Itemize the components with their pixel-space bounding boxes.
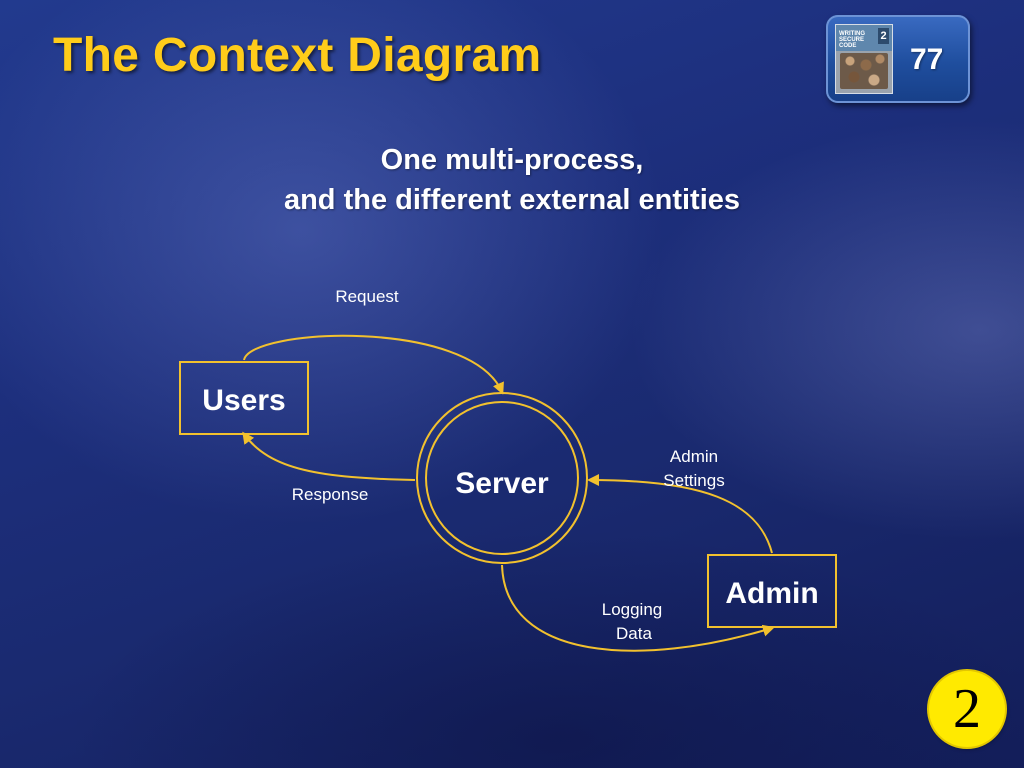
- book-edition-number: 2: [878, 28, 889, 44]
- response-label: Response: [292, 485, 369, 504]
- request-flow-arrow: [243, 334, 504, 395]
- response-flow-arrow: [242, 431, 416, 481]
- users-label: Users: [202, 384, 285, 417]
- logging-data-label-line-2: Data: [616, 624, 652, 643]
- subtitle-line-2: and the different external entities: [283, 184, 741, 216]
- admin-settings-label-line-2: Settings: [663, 471, 724, 490]
- admin-entity: Admin: [707, 554, 837, 628]
- chapter-number: 2: [953, 678, 981, 740]
- slide-subtitle: One multi-process, and the different ext…: [0, 140, 1024, 220]
- page-number: 77: [910, 43, 944, 76]
- book-badge: WRITING SECURE CODE 2 77: [826, 15, 970, 103]
- admin-settings-label-line-1: Admin: [670, 447, 718, 466]
- server-label: Server: [455, 467, 549, 500]
- logging-data-label-line-1: Logging: [602, 600, 663, 619]
- subtitle-line-1: One multi-process,: [380, 144, 644, 176]
- request-label: Request: [335, 287, 399, 306]
- slide-title: The Context Diagram: [53, 29, 542, 82]
- chapter-number-badge: 2: [929, 671, 1005, 747]
- admin-settings-flow-arrow: [587, 474, 773, 554]
- book-cover-text: WRITING SECURE CODE: [839, 31, 865, 49]
- users-entity: Users: [179, 361, 309, 435]
- logging-data-flow-arrow: [501, 564, 775, 652]
- server-process: Server: [416, 392, 588, 564]
- admin-label: Admin: [725, 577, 818, 610]
- book-cover-icon: WRITING SECURE CODE 2: [836, 25, 892, 93]
